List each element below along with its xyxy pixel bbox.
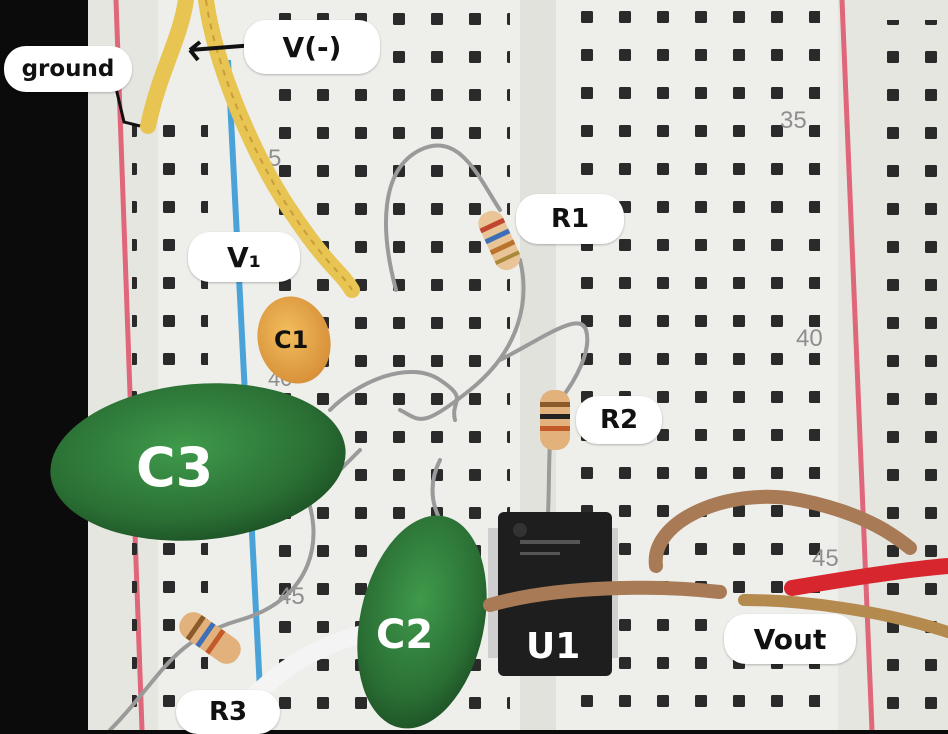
- label-c3: C3: [136, 436, 214, 499]
- label-c1: C1: [274, 326, 309, 354]
- row-number-45-right: 45: [812, 545, 839, 572]
- label-r1: R1: [516, 194, 624, 244]
- label-vout: Vout: [724, 614, 856, 664]
- capacitor-c3: [50, 383, 346, 541]
- yellow-wire-ground: [140, 0, 194, 134]
- brown-wire-3: [738, 594, 948, 638]
- brown-wire-1: [483, 580, 727, 612]
- resistor-r1: [478, 210, 521, 271]
- capacitor-c2: [357, 515, 487, 729]
- resistor-r3: [179, 612, 241, 664]
- brown-wire-2: [648, 489, 917, 573]
- resistor-r2: [540, 390, 570, 450]
- capacitor-c1: [257, 296, 331, 384]
- arrow-ground: [114, 87, 141, 128]
- label-v-minus: V(-): [244, 20, 380, 74]
- row-number-35: 35: [780, 107, 807, 134]
- label-u1: U1: [526, 626, 581, 667]
- row-number-40: 40: [796, 325, 823, 352]
- label-r2: R2: [576, 396, 662, 444]
- label-r3: R3: [176, 690, 280, 734]
- label-v1: V₁: [188, 232, 300, 282]
- label-ground: ground: [4, 46, 132, 92]
- row-number-45-left: 45: [278, 583, 305, 610]
- label-c2: C2: [376, 612, 434, 658]
- red-wire: [784, 558, 948, 596]
